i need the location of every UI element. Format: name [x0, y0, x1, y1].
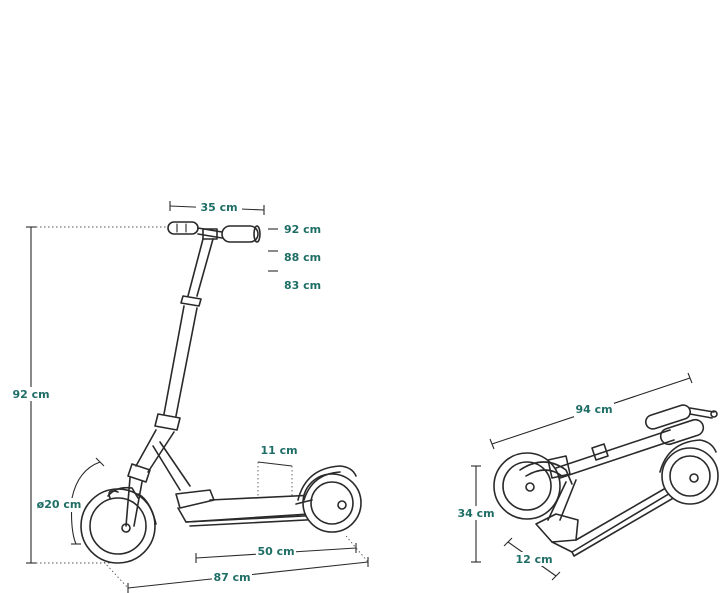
- steering-column: [127, 238, 214, 491]
- folded-length-label: 94 cm: [575, 403, 612, 416]
- deck-height-label: 11 cm: [260, 444, 297, 457]
- total-length-dimension: 87 cm: [103, 535, 369, 593]
- total-length-label: 87 cm: [213, 571, 250, 584]
- wheel-diameter-dimension: ø20 cm: [37, 457, 105, 545]
- wheel-diameter-label: ø20 cm: [37, 498, 82, 511]
- total-height-label: 92 cm: [12, 388, 49, 401]
- total-height-dimension: 92 cm: [12, 226, 168, 564]
- front-wheel: [80, 477, 157, 564]
- unfolded-scooter: 35 cm 92 cm 88 cm 83 cm: [12, 200, 369, 593]
- folded-width-label: 12 cm: [515, 553, 552, 566]
- rear-wheel: [295, 465, 362, 533]
- folded-height-dimension: 34 cm: [456, 465, 496, 563]
- height-setting-3: 83 cm: [284, 279, 321, 292]
- folded-scooter: 94 cm 34 cm 12 cm: [456, 372, 719, 581]
- height-setting-2: 88 cm: [284, 251, 321, 264]
- height-setting-1: 92 cm: [284, 223, 321, 236]
- folded-steering-column: [547, 404, 718, 479]
- handlebar-width-label: 35 cm: [200, 201, 237, 214]
- deck-length-dimension: 50 cm: [195, 543, 357, 563]
- handlebar: [167, 221, 261, 243]
- handlebar-width-dimension: 35 cm: [169, 200, 265, 215]
- folded-width-dimension: 12 cm: [503, 537, 561, 581]
- deck-length-label: 50 cm: [257, 545, 294, 558]
- folded-length-dimension: 94 cm: [489, 372, 693, 450]
- folded-height-label: 34 cm: [457, 507, 494, 520]
- height-settings: 92 cm 88 cm 83 cm: [268, 223, 321, 292]
- deck-height-dimension: 11 cm: [257, 444, 298, 498]
